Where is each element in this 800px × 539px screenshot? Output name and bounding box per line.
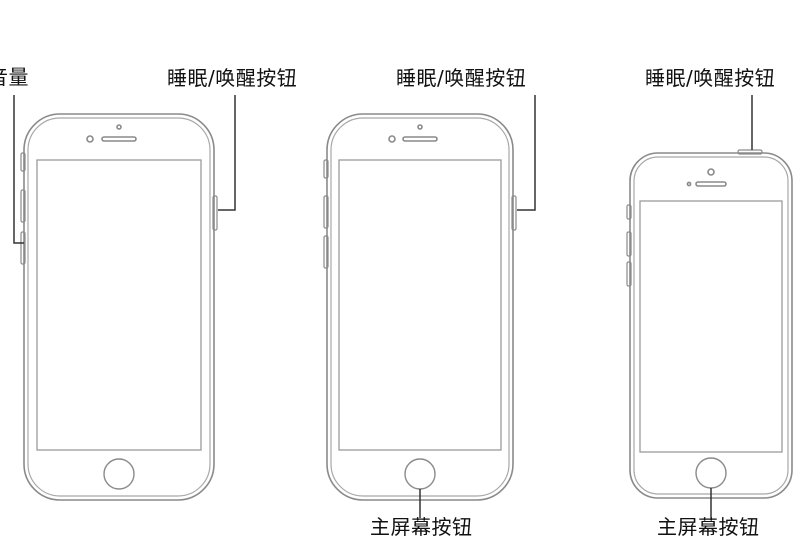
phone-2-earpiece xyxy=(402,136,438,142)
sleep-wake-label-2: 睡眠/唤醒按钮 xyxy=(396,66,527,90)
phone-1-bezel xyxy=(27,117,211,497)
phone-3-sensor-icon xyxy=(686,181,692,187)
phone-3-home-button xyxy=(695,457,727,489)
phone-3-screen xyxy=(639,200,783,453)
phone-3-front-camera-icon xyxy=(707,168,715,176)
phone-2 xyxy=(323,95,536,518)
phone-2-home-button xyxy=(404,458,436,490)
phone-1-sleep-wake-leader xyxy=(218,95,236,211)
phone-1-body xyxy=(23,113,215,501)
phone-1-sensor-icon xyxy=(116,124,122,130)
phone-1-front-camera-icon xyxy=(86,135,94,143)
phone-1 xyxy=(13,95,236,501)
phone-2-front-camera-icon xyxy=(388,135,396,143)
sleep-wake-label-3: 睡眠/唤醒按钮 xyxy=(645,66,776,90)
phone-2-screen xyxy=(338,159,502,451)
phone-1-home-button xyxy=(103,458,135,490)
sleep-wake-label-1: 睡眠/唤醒按钮 xyxy=(167,66,298,90)
phone-2-sensor-icon xyxy=(417,124,423,130)
phone-3-earpiece xyxy=(695,181,727,187)
phone-1-volume-leader xyxy=(13,95,24,244)
volume-label: 音量 xyxy=(0,65,29,89)
phone-2-sleep-wake-leader xyxy=(517,95,536,211)
phone-1-earpiece xyxy=(101,136,137,142)
phone-1-screen xyxy=(36,159,202,451)
phone-3 xyxy=(626,95,793,518)
